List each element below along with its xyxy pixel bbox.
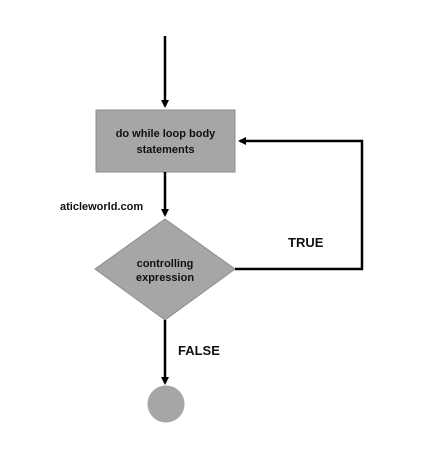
decision-line1: controlling: [137, 258, 194, 270]
decision-diamond: controlling expression: [94, 218, 236, 321]
process-box-line2: statements: [136, 144, 194, 156]
true-label: TRUE: [288, 235, 324, 250]
false-label: FALSE: [178, 343, 220, 358]
process-box-shape: [95, 109, 236, 173]
process-box: do while loop body statements: [95, 109, 236, 173]
true-loop-back-arrow: [235, 137, 364, 271]
terminal-circle: [147, 385, 185, 423]
process-box-line1: do while loop body: [116, 128, 216, 140]
decision-line2: expression: [136, 272, 194, 284]
watermark-text: aticleworld.com: [60, 201, 143, 213]
